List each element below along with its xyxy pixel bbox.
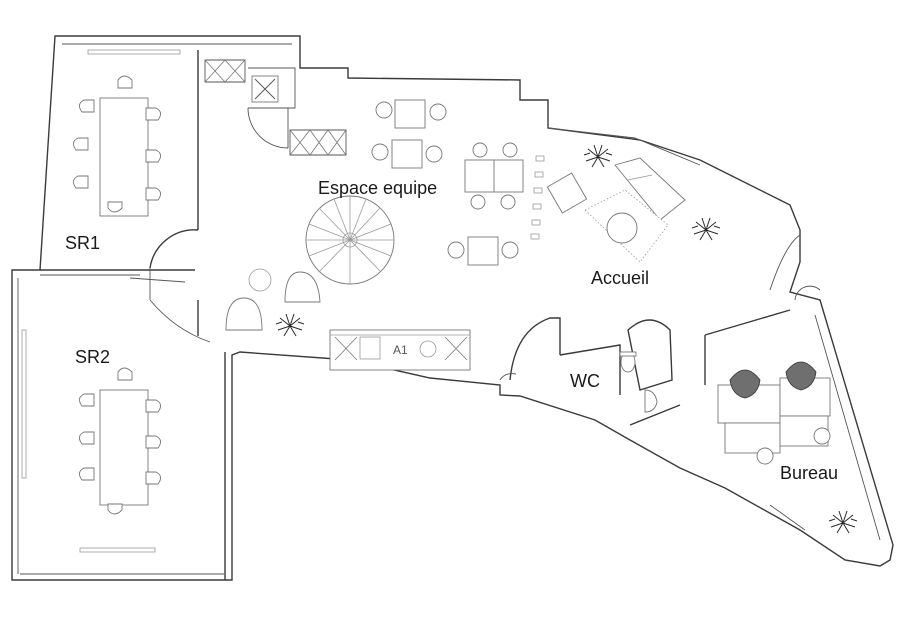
reception-rug: [584, 189, 669, 263]
kitchen-tag: A1: [393, 343, 408, 357]
door-swing-icon: [149, 107, 517, 381]
chair-icon: [79, 367, 161, 515]
spiral-staircase-icon: [305, 195, 395, 285]
walls: [11, 35, 894, 581]
office-chair-icon: [729, 361, 831, 465]
room-label-accueil: Accueil: [591, 268, 650, 288]
room-label-espace-equipe: Espace equipe: [318, 178, 438, 198]
kitchen-counter: [329, 329, 471, 371]
room-label-sr1: SR1: [65, 233, 101, 253]
sofa-icon: [546, 157, 686, 221]
sr1-conference-table: [73, 49, 181, 217]
team-tables: [371, 99, 545, 266]
chair-icon: [371, 101, 519, 259]
plant-icon: [275, 144, 858, 534]
sink-icon: [644, 389, 658, 413]
stool-row: [530, 155, 545, 240]
sr2-conference-table: [21, 329, 161, 553]
office-desks: [717, 361, 831, 531]
lounge-chairs: [225, 268, 321, 331]
room-label-wc: WC: [570, 371, 600, 391]
room-label-bureau: Bureau: [780, 463, 839, 483]
chair-icon: [73, 75, 161, 213]
room-label-sr2: SR2: [75, 347, 111, 367]
toilet-icon: [619, 351, 637, 373]
